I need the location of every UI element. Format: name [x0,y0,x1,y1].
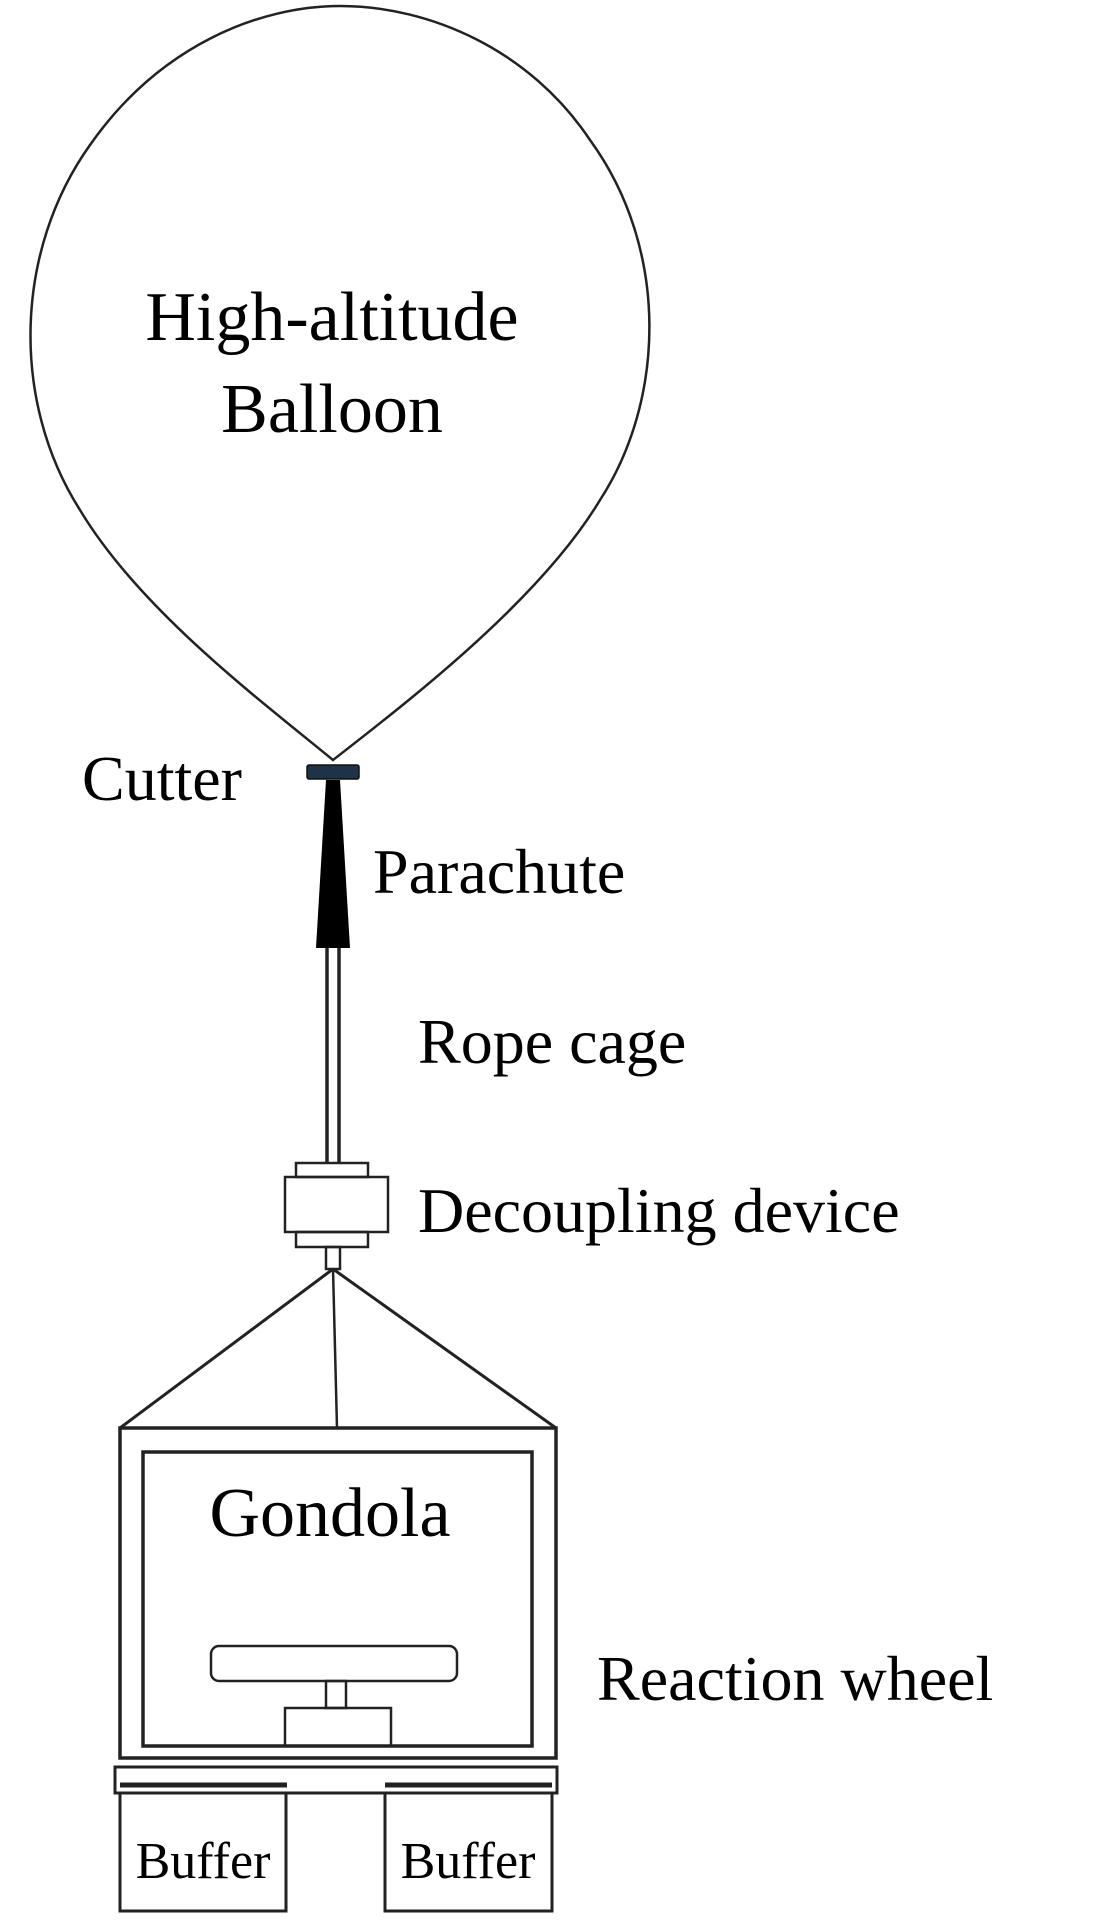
buffer-right [383,1791,554,1913]
balloon-envelope [29,4,651,762]
parachute-shape [316,780,350,948]
suspension-line-center [331,1268,339,1429]
decoupling-label: Decoupling device [418,1175,900,1246]
parachute-label: Parachute [373,836,625,907]
reaction-wheel-base [283,1706,393,1748]
decoupling-stem [324,1245,342,1271]
decoupling-top-flange [294,1161,370,1179]
rope-cage-label: Rope cage [418,1006,686,1077]
balloon-label-line1: High-altitude [145,279,518,356]
balloon-label-line2: Balloon [221,371,443,448]
reaction-wheel-shaft [324,1679,348,1710]
reaction-wheel-label: Reaction wheel [597,1643,993,1714]
buffer-left-label: Buffer [136,1833,271,1890]
reaction-wheel-disc [209,1644,459,1683]
gondola-label: Gondola [209,1475,450,1552]
buffer-left [118,1791,288,1913]
cutter-block [306,764,360,780]
suspension-line-left [119,1267,334,1430]
cutter-label: Cutter [82,743,242,814]
gondola-base-plate [113,1765,559,1795]
decoupling-body [283,1175,390,1234]
buffer-right-label: Buffer [401,1833,536,1890]
decoupling-bottom-flange [294,1230,370,1249]
suspension-line-right [332,1267,557,1430]
gondola-outer-frame [118,1426,558,1760]
